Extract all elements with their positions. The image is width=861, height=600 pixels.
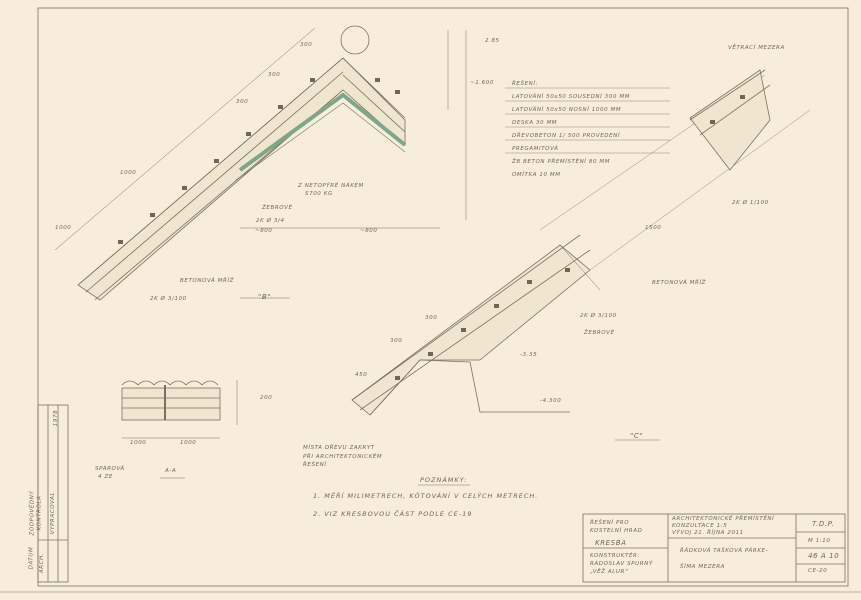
note-item: 2. VIZ KRESBOVOU ČÁST PODLE CE-19 — [313, 510, 473, 518]
title-designer: KONSTRUKTÉR: — [590, 553, 640, 559]
title-drawing: ŘÁDKOVÁ TAŠKOVÁ PÁRKE- — [680, 548, 769, 554]
stamp-text: ARCH. — [39, 552, 46, 574]
label-b-thermal: Z NETOPÝRÉ NÁKEM — [298, 183, 364, 189]
title-designer: RADOSLAV SPURNÝ — [590, 561, 653, 567]
title-drawing: ŠÍMA MEZERA — [680, 564, 726, 570]
title-scale: M 1:10 — [808, 538, 831, 544]
dimension: 300 — [268, 72, 281, 78]
stamp-text: VYPRACOVAL — [50, 491, 57, 535]
title-code: T.D.P. — [812, 520, 835, 528]
dimension: ~800 — [360, 228, 378, 234]
label-c-side: 2K Ø 1/100 — [732, 200, 769, 206]
label-c-note: ŘEŠENÍ — [303, 462, 327, 468]
sheet-border — [37, 7, 849, 587]
composition-line: DŘEVOBETON 1/ 500 PROVEDENÍ — [512, 133, 621, 139]
section-aa-label: A-A — [165, 468, 177, 474]
stamp-text: KONTROLA — [36, 495, 43, 531]
dimension: 450 — [355, 372, 368, 378]
label-aa-note: SPÁROVÁ — [95, 466, 125, 472]
roof-section-b — [54, 25, 467, 301]
stamp-text: DATUM — [28, 546, 35, 570]
composition-line: OMÍTKA 10 MM — [512, 172, 561, 178]
title-block-frame — [582, 513, 846, 583]
composition-title: ŘEŠENÍ: — [512, 81, 539, 87]
label-c-rough: ŽEBROVÉ — [584, 330, 615, 336]
note-item: 1. MĚŘÍ MILIMETRECH, KÓTOVÁNÍ V CELÝCH M… — [313, 492, 539, 500]
label-b-anchor: 2K Ø 3/4 — [256, 218, 285, 224]
composition-line: LATOVÁNÍ 50x50 NOSNÍ 1000 MM — [512, 107, 622, 113]
dimension: 2.85 — [485, 38, 500, 44]
title-office: KONZULTACE 1:5 — [672, 523, 728, 529]
dimension: 300 — [390, 338, 403, 344]
label-c-top: VĚTRACÍ MEZERA — [728, 45, 785, 51]
label-c-anchor: 2K Ø 3/100 — [580, 313, 617, 319]
detail-a-a — [121, 380, 238, 479]
dimension: -4.300 — [540, 398, 562, 404]
stamp-block — [37, 404, 69, 583]
label-b-rough: ŽEBROVÉ — [262, 205, 293, 211]
title-office: VÝVOJ 21. ŘÍJNA 2011 — [672, 530, 744, 536]
title-project: KOSTELNÍ HRAD — [590, 528, 643, 534]
section-c-label: "C" — [630, 432, 644, 440]
label-aa-note2: 4 ZE — [98, 474, 113, 480]
title-project: ŘEŠENÍ PRO — [590, 520, 630, 526]
dimension: -3.35 — [520, 352, 538, 358]
title-designer: „VĚŽ ALUR“ — [590, 569, 629, 575]
dimension: 300 — [236, 99, 249, 105]
dimension: ~1.600 — [470, 80, 494, 86]
title-office: ARCHITEKTONICKÉ PŘEMÍSTĚNÍ — [672, 516, 775, 522]
label-c-concrete: BETONOVÁ MŘÍŽ — [652, 280, 707, 286]
dimension: 300 — [300, 42, 313, 48]
section-b-label: "B" — [258, 293, 272, 301]
dimension: 300 — [425, 315, 438, 321]
roof-section-c — [351, 69, 811, 441]
composition-line: PREGAMITOVÁ — [512, 146, 559, 152]
composition-line: LATOVÁNÍ 50x50 SOUSEDNÍ 300 MM — [512, 94, 631, 100]
dimension: 1000 — [180, 440, 197, 446]
dimension: 200 — [260, 395, 273, 401]
label-b-bottom: 2K Ø 3/100 — [150, 296, 187, 302]
stamp-text: 1978 — [53, 409, 60, 427]
label-c-note: MÍSTA DŘEVU ZAKRYT — [303, 445, 375, 451]
stamp-text: ZODPOVĚDNÝ — [29, 490, 36, 536]
label-b-thermal2: S700 KG — [305, 191, 333, 197]
dimension: 1000 — [55, 225, 72, 231]
composition-line: DESKA 30 MM — [512, 120, 558, 126]
title-number: CE-20 — [808, 568, 828, 574]
title-sheet: 46 A 10 — [808, 552, 840, 560]
notes-title: POZNÁMKY: — [420, 476, 468, 484]
title-stage: KRESBA — [595, 539, 627, 547]
label-c-note: PŘI ARCHITEKTONICKÉM — [303, 454, 383, 460]
dimension: 1000 — [120, 170, 137, 176]
dimension: ~800 — [255, 228, 273, 234]
dimension: 1500 — [645, 225, 662, 231]
composition-line: ŽB BETON PŘEMÍSTĚNÍ 80 MM — [512, 159, 611, 165]
dimension: 1000 — [130, 440, 147, 446]
label-b-concrete: BETONOVÁ MŘÍŽ — [180, 278, 235, 284]
